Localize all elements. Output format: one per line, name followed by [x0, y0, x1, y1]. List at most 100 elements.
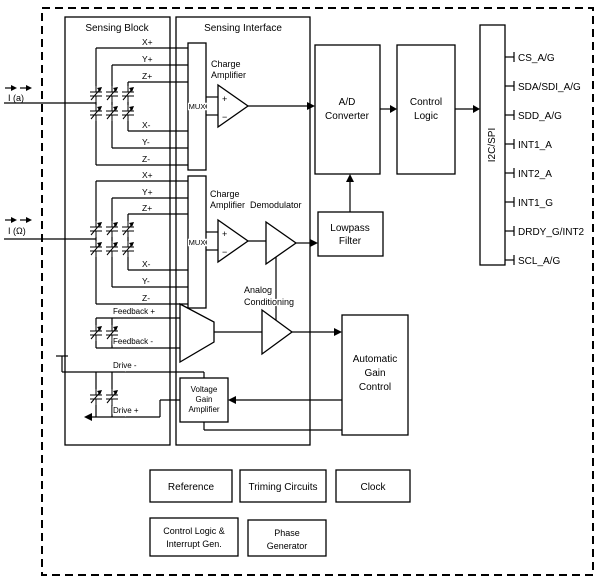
arrowhead-icon [228, 396, 236, 404]
agc-box [341, 314, 409, 436]
control-logic-label: Control [410, 97, 442, 108]
gyro-signal-label: X- [142, 259, 151, 269]
variable-capacitor-icon [121, 104, 135, 122]
right-arrow-icon [26, 217, 32, 223]
pin-label: SDD_A/G [518, 111, 562, 122]
variable-capacitor-icon [89, 324, 103, 342]
phase-generator-label: Phase [274, 528, 300, 538]
demodulator-label: Demodulator [250, 200, 302, 210]
demodulator: Demodulator [248, 199, 318, 320]
pin-sdd: SDD_A/G [505, 110, 563, 123]
adc-box [314, 44, 381, 175]
lowpass-filter-label: Filter [339, 236, 362, 247]
charge-amp-top: + − Charge Amplifier [206, 58, 315, 129]
adc-label: Converter [325, 111, 370, 122]
mux-bottom-label: MUX [189, 238, 206, 247]
phase-generator-box [247, 519, 327, 557]
arrowhead-icon [307, 102, 315, 110]
feedback-sensor-array [89, 318, 119, 348]
variable-capacitor-icon [89, 104, 103, 122]
clock-label: Clock [360, 482, 386, 493]
right-arrow-icon [11, 217, 17, 223]
right-arrow-icon [11, 85, 17, 91]
gyro-signal-label: Z- [142, 293, 150, 303]
arrowhead-icon [84, 413, 92, 421]
pin-sda-sdi: SDA/SDI_A/G [505, 81, 582, 94]
clock-box [335, 469, 411, 503]
variable-capacitor-icon [89, 220, 103, 238]
variable-capacitor-icon [89, 85, 103, 103]
opamp-triangle [217, 83, 250, 129]
opamp-plus: + [222, 94, 227, 104]
variable-capacitor-icon [121, 240, 135, 258]
arrowhead-icon [473, 105, 480, 113]
pin-label: SDA/SDI_A/G [518, 82, 581, 93]
opamp-minus: − [222, 112, 227, 122]
control-logic-interrupt-label: Interrupt Gen. [166, 539, 222, 549]
charge-amp-bottom-label: Amplifier [210, 200, 245, 210]
accel-sensor-array [89, 48, 135, 165]
variable-capacitor-icon [89, 388, 103, 406]
reference-label: Reference [168, 482, 215, 493]
arrowhead-icon [334, 328, 342, 336]
gyro-signal-lines: X+ Y+ Z+ X- Y- Z- [96, 169, 188, 305]
pin-label: INT1_A [518, 140, 552, 151]
mux-bottom-box [187, 175, 207, 309]
accel-signal-lines: X+ Y+ Z+ X- Y- Z- [96, 36, 188, 166]
analog-conditioning: Analog Conditioning [243, 284, 342, 356]
mux-top-label: MUX [189, 102, 206, 111]
drive-lines: Drive - Drive + [56, 355, 205, 421]
adc-label: A/D [339, 97, 356, 108]
gyro-signal-label: Y+ [142, 187, 153, 197]
accel-input-label: I (a) [8, 93, 24, 103]
accel-signal-label: Y+ [142, 54, 153, 64]
control-logic-interrupt-box [149, 517, 239, 557]
accel-signal-label: X- [142, 120, 151, 130]
sensing-interface-label: Sensing Interface [204, 23, 282, 34]
agc-label: Gain [364, 368, 385, 379]
pin-drdy: DRDY_G/INT2 [505, 226, 586, 239]
accel-signal-label: X+ [142, 37, 153, 47]
agc-label: Automatic [353, 354, 397, 365]
triming-circuits-label: Triming Circuits [248, 482, 317, 493]
variable-capacitor-icon [105, 240, 119, 258]
pin-label: INT2_A [518, 169, 552, 180]
conditioning-triangle [261, 308, 294, 356]
pin-int2-a: INT2_A [505, 168, 553, 181]
control-logic-label: Logic [414, 111, 438, 122]
variable-capacitor-icon [105, 85, 119, 103]
sensing-interface-box [175, 16, 311, 446]
charge-amp-bottom-label: Charge [210, 189, 240, 199]
gyro-sensor-array [89, 181, 135, 304]
feedback-buffer-shape [179, 302, 215, 364]
vga-label: Amplifier [188, 405, 219, 414]
mux-top-box [187, 42, 207, 171]
gyro-signal-label: Z+ [142, 203, 152, 213]
control-logic-box [396, 44, 456, 175]
drive-sensor-array [89, 372, 119, 417]
lowpass-filter-label: Lowpass [330, 223, 369, 234]
arrowhead-icon [346, 174, 354, 182]
variable-capacitor-icon [105, 388, 119, 406]
accel-signal-label: Z+ [142, 71, 152, 81]
gyro-signal-label: X+ [142, 170, 153, 180]
pin-label: CS_A/G [518, 53, 555, 64]
opamp-plus: + [222, 229, 227, 239]
pin-int1-g: INT1_G [505, 197, 554, 210]
pin-label: INT1_G [518, 198, 553, 209]
triming-circuits-box [239, 469, 327, 503]
pin-int1-a: INT1_A [505, 139, 553, 152]
drive-minus-label: Drive - [113, 361, 137, 370]
analog-conditioning-label: Analog [244, 285, 272, 295]
variable-capacitor-icon [121, 85, 135, 103]
variable-capacitor-icon [105, 220, 119, 238]
opamp-minus: − [222, 247, 227, 257]
pin-scl: SCL_A/G [505, 255, 562, 268]
i2c-spi-label: I2C/SPI [487, 128, 498, 162]
feedback-plus-label: Feedback + [113, 307, 155, 316]
opamp-triangle [217, 218, 250, 264]
sensing-block-box [64, 16, 171, 446]
variable-capacitor-icon [89, 240, 103, 258]
